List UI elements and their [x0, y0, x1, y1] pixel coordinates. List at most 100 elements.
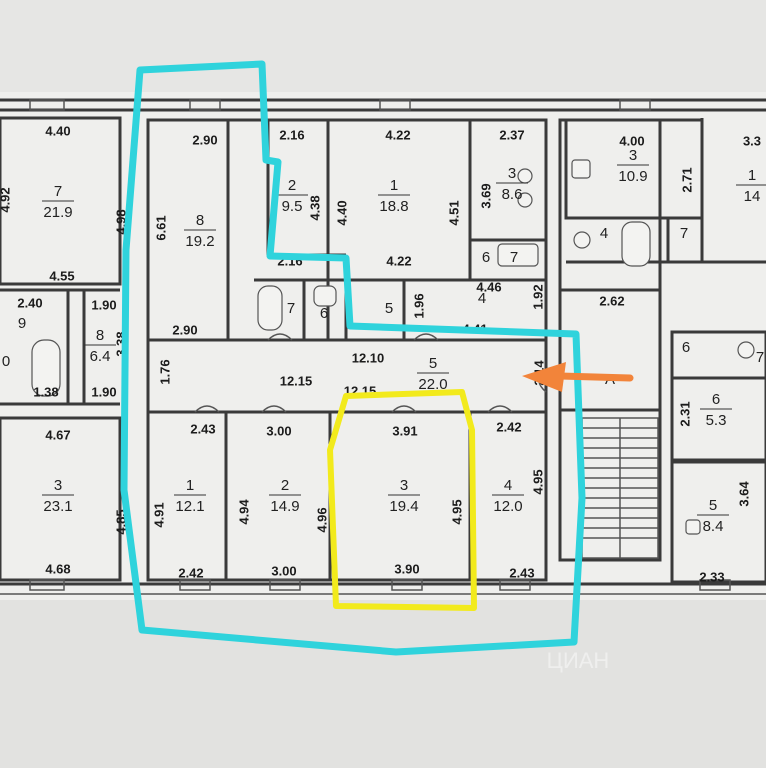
room-label: 9 — [18, 315, 26, 332]
dimension-label: 1.38 — [33, 384, 58, 399]
dimension-label: 4.38 — [307, 195, 322, 220]
selection-outline — [120, 60, 586, 656]
room-number: 7 — [287, 300, 295, 317]
dimension-label: 3.69 — [478, 183, 493, 208]
dimension-label: 12.15 — [280, 373, 313, 388]
room-label: 65.3 — [700, 391, 732, 429]
dimension-label: 2.90 — [192, 132, 217, 147]
dimension-label: 2.16 — [279, 127, 304, 142]
room-number: 6 — [482, 249, 490, 266]
room-label: 214.9 — [269, 477, 301, 515]
dimension-label: 2.62 — [599, 293, 624, 308]
room-label: 7 — [510, 249, 518, 266]
room-label: 6 — [320, 305, 328, 322]
room-label: 6 — [682, 339, 690, 356]
room-label: 7 — [756, 349, 764, 366]
room-number: 1 — [186, 477, 194, 494]
room-number: 8 — [96, 327, 104, 344]
room-area: 18.8 — [379, 198, 408, 215]
room-label: 412.0 — [492, 477, 524, 515]
room-area: 8.4 — [703, 518, 724, 535]
room-area: 23.1 — [43, 498, 72, 515]
room-label: 721.9 — [42, 183, 74, 221]
room-number: 6 — [320, 305, 328, 322]
dimension-label: 1.76 — [157, 359, 172, 384]
dimension-label: 4.92 — [0, 187, 12, 212]
dimension-label: 2.43 — [509, 565, 534, 580]
room-number: 1 — [390, 177, 398, 194]
room-number: 2 — [288, 177, 296, 194]
room-number: 9 — [18, 315, 26, 332]
room-number: 4 — [504, 477, 512, 494]
room-label: 38.6 — [496, 165, 528, 203]
room-label: 118.8 — [378, 177, 410, 215]
room-label: 4 — [478, 290, 486, 307]
door-marks — [194, 333, 547, 413]
lower-paper — [0, 600, 766, 768]
room-area: 12.0 — [493, 498, 522, 515]
dimension-label: 2.37 — [499, 127, 524, 142]
room-number: 5 — [385, 300, 393, 317]
dimension-label: 4.95 — [530, 469, 545, 494]
dimension-label: 1.96 — [411, 293, 426, 318]
watermark: ЦИАН — [547, 648, 610, 673]
room-label: 86.4 — [84, 327, 116, 365]
room-number: 3 — [629, 147, 637, 164]
dimension-label: 3.3 — [743, 133, 761, 148]
room-label: 58.4 — [697, 497, 729, 535]
dimension-label: 4.40 — [334, 200, 349, 225]
windows — [29, 99, 731, 591]
dimension-label: 2.42 — [178, 565, 203, 580]
dimension-label: 3.00 — [266, 423, 291, 438]
dimension-label: 2.31 — [677, 401, 692, 426]
room-area: 8.6 — [502, 186, 523, 203]
room-number: 3 — [400, 477, 408, 494]
dimension-label: 1.90 — [91, 384, 116, 399]
walls — [0, 98, 766, 595]
dimension-label: 4.46 — [476, 279, 501, 294]
dimension-label: 3.00 — [271, 563, 296, 578]
room-number: 6 — [682, 339, 690, 356]
room-label: 0 — [2, 353, 10, 370]
dimension-label: 4.51 — [446, 200, 461, 225]
room-label: 323.1 — [42, 477, 74, 515]
room-label: 29.5 — [276, 177, 308, 215]
room-number: 2 — [281, 477, 289, 494]
dimension-label: 4.00 — [619, 133, 644, 148]
dimension-label: 2.40 — [17, 295, 42, 310]
room-number: 7 — [510, 249, 518, 266]
dimension-label: 4.95 — [449, 499, 464, 524]
room-label: 310.9 — [617, 147, 649, 185]
room-area: 22.0 — [418, 376, 447, 393]
dimension-label: 4.22 — [385, 127, 410, 142]
dimension-label: 1.92 — [530, 284, 545, 309]
room-label: 7 — [287, 300, 295, 317]
dimension-label: 2.33 — [699, 569, 724, 584]
dimension-label: 4.22 — [386, 253, 411, 268]
room-number: 3 — [508, 165, 516, 182]
room-number: 4 — [600, 225, 608, 242]
dimension-label: 4.67 — [45, 427, 70, 442]
room-number: 6 — [712, 391, 720, 408]
dimension-label: 2.42 — [496, 419, 521, 434]
room-area: 19.2 — [185, 233, 214, 250]
dimension-label: 12.10 — [352, 350, 385, 365]
room-number: 7 — [756, 349, 764, 366]
dimension-label: 6.61 — [153, 215, 168, 240]
room-label: 7 — [680, 225, 688, 242]
room-label: 819.2 — [184, 212, 216, 250]
room-number: 7 — [54, 183, 62, 200]
dimension-label: 4.96 — [314, 507, 329, 532]
room-area: 5.3 — [706, 412, 727, 429]
dimension-label: 2.90 — [172, 322, 197, 337]
room-area: 10.9 — [618, 168, 647, 185]
dimension-label: 4.55 — [49, 268, 74, 283]
room-number: 5 — [429, 355, 437, 372]
room-label: 522.0 — [417, 355, 449, 393]
dimension-label: 3.91 — [392, 423, 417, 438]
dimension-label: 4.94 — [236, 499, 251, 525]
room-number: 3 — [54, 477, 62, 494]
dimension-label: 2.43 — [190, 421, 215, 436]
